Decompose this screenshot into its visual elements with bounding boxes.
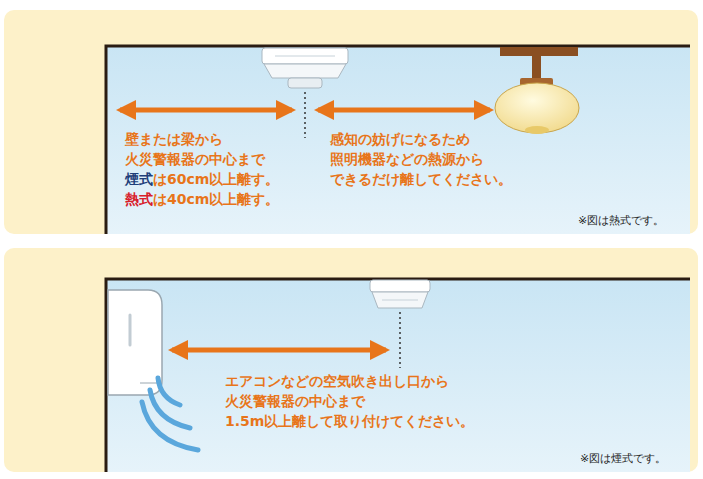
dimension-arrow <box>172 348 386 353</box>
panel <box>4 248 698 472</box>
note-text: 火災警報器の中心まで <box>225 392 365 410</box>
heat-detector <box>262 48 348 88</box>
smoke-detector <box>370 280 430 308</box>
type-name: 熱式 <box>125 190 153 208</box>
air-flow <box>142 378 198 450</box>
wall-ceiling <box>106 279 690 472</box>
note-text: は60cm以上離す。 <box>153 170 279 188</box>
panel <box>4 10 698 234</box>
ceiling-lamp <box>495 47 579 134</box>
type-name: 煙式 <box>125 170 153 188</box>
air-conditioner <box>108 290 162 395</box>
room <box>105 45 690 234</box>
center-line <box>399 312 401 368</box>
note-text: は40cm以上離す。 <box>153 190 279 208</box>
note-text: エアコンなどの空気吹き出し口から <box>225 372 449 390</box>
note-text: 壁または梁から <box>125 130 223 148</box>
note-text: 感知の妨げになるため <box>330 130 470 148</box>
dimension-arrow <box>120 108 292 113</box>
note-text: できるだけ離してください。 <box>330 170 512 188</box>
dimension-arrow <box>318 108 490 113</box>
note-text: 1.5m以上離して取り付けてください。 <box>225 412 474 430</box>
figure-note: ※図は煙式です。 <box>580 450 666 468</box>
wall-ceiling <box>106 46 690 234</box>
figure-note: ※図は熱式です。 <box>578 212 664 230</box>
note-text: 火災警報器の中心まで <box>125 150 265 168</box>
room <box>105 278 690 472</box>
center-line <box>304 92 306 138</box>
note-text: 照明機器などの熱源から <box>330 150 484 168</box>
